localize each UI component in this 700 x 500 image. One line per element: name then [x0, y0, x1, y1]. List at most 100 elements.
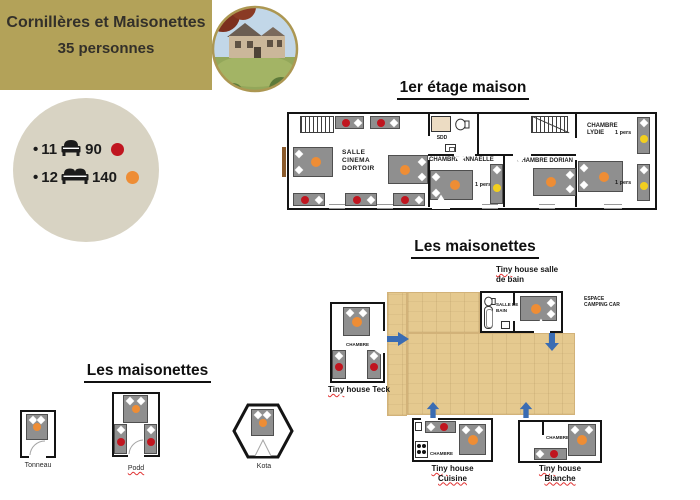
double-bed — [251, 409, 274, 436]
tiny-house-teck-label: Tiny house Teck — [328, 385, 390, 394]
legend-red-dot — [110, 143, 124, 156]
room-label-salle-cinema: SALLE CINEMA DORTOIR — [342, 149, 375, 172]
floor-title: 1er étage maison — [396, 79, 530, 100]
staircase — [300, 116, 334, 133]
double-bed-icon — [61, 166, 89, 189]
double-bed — [343, 307, 370, 336]
unit-tonneau-label: Tonneau — [24, 462, 52, 469]
window-mark — [377, 204, 393, 209]
single-bed — [332, 350, 346, 379]
wall — [477, 114, 479, 155]
balcony-door — [282, 147, 286, 177]
stove-icon — [415, 441, 428, 463]
double-bed — [293, 147, 333, 177]
wall — [475, 154, 513, 156]
door-opening — [515, 156, 525, 165]
room-label-sdd: SDD — [436, 135, 448, 141]
legend-count-singles: 11 — [41, 141, 58, 158]
one-pers-label: 1 pers — [615, 130, 632, 136]
single-bed-icon — [60, 138, 82, 161]
tiny-house-salle-de-bain: SALLE DE BAIN — [480, 291, 563, 333]
room-label-chambre: CHAMBRE — [346, 342, 369, 347]
legend-bullet: • — [33, 141, 39, 158]
unit-podd-label: Podd — [127, 465, 145, 472]
tiny-house-blanche-label: Tiny house Blanche — [538, 464, 582, 483]
tiny-house-cuisine: CHAMBRE — [412, 417, 493, 463]
legend-size-doubles: 140 — [91, 169, 117, 186]
bathtub-icon — [484, 306, 493, 329]
maisonettes-title-right: Les maisonettes — [411, 238, 539, 259]
door-opening — [128, 451, 144, 457]
one-pers-bed — [490, 164, 503, 204]
single-bed — [370, 116, 400, 129]
double-bed — [568, 424, 596, 456]
door-opening — [382, 331, 386, 353]
double-bed — [578, 161, 623, 192]
shower — [431, 116, 451, 132]
sink-icon — [501, 321, 510, 329]
wall — [428, 154, 454, 156]
legend-orange-dot — [125, 171, 139, 184]
legend-size-singles: 90 — [85, 141, 102, 158]
room-label-chambre: CHAMBRE — [430, 451, 453, 456]
one-pers-bed — [637, 164, 650, 201]
single-bed — [534, 448, 567, 460]
floor-title-wrap: 1er étage maison — [383, 79, 543, 100]
one-pers-bed — [637, 117, 650, 154]
door-opening — [372, 330, 382, 342]
first-floor-plan: SDD SALLE CINEMA DORTOIR CHAMBRE ANNAELL… — [282, 112, 657, 210]
unit-podd — [112, 392, 160, 457]
header-band: Cornillères et Maisonettes 35 personnes — [0, 0, 212, 90]
double-bed — [26, 414, 48, 440]
room-label-dorian: CHAMBRE DORIAN — [517, 158, 573, 164]
switch-box — [415, 422, 422, 431]
staircase — [531, 115, 570, 134]
wall — [531, 154, 576, 156]
wall — [575, 114, 577, 138]
page-subtitle: 35 personnes — [57, 40, 155, 57]
door-arc — [28, 439, 47, 461]
tiny-house-blanche: CHAMBRE — [518, 420, 602, 463]
unit-kota — [232, 403, 294, 459]
terrace-deck — [407, 333, 575, 415]
terrace-deck — [407, 292, 480, 333]
room-label-chambre: CHAMBRE — [546, 435, 569, 440]
maisonettes-title-left-wrap: Les maisonettes — [70, 362, 225, 383]
door-opening — [417, 136, 427, 148]
property-photo — [211, 5, 299, 93]
single-bed — [114, 424, 127, 454]
tiny-house-teck: CHAMBRE — [330, 302, 386, 383]
maisonettes-title-left: Les maisonettes — [83, 362, 212, 383]
single-bed — [425, 421, 456, 433]
arrow-right-icon — [387, 331, 409, 352]
door-opening — [29, 452, 46, 458]
maisonettes-title-right-wrap: Les maisonettes — [395, 238, 555, 259]
legend-bullet: • — [33, 169, 39, 186]
arrow-up-icon — [518, 402, 534, 423]
single-bed — [144, 424, 157, 454]
door-opening — [536, 318, 546, 327]
legend-circle: • 11 90 • 12 — [13, 98, 159, 242]
tiny-house-sdb-label: Tiny house salle de bain — [496, 265, 559, 284]
double-bed — [123, 395, 148, 423]
single-bed — [393, 193, 425, 206]
wall — [503, 156, 505, 207]
page-title: Cornillères et Maisonettes — [6, 14, 206, 31]
terrace-deck — [387, 292, 407, 416]
single-bed — [293, 193, 325, 206]
stair-diagonal — [531, 115, 570, 134]
legend-row-singles: • 11 90 — [33, 138, 124, 161]
legend-count-doubles: 12 — [41, 169, 58, 186]
tiny-house-cuisine-label: Tiny house Cuisine — [431, 464, 474, 483]
sink-icon — [445, 144, 456, 152]
room-label-salle-de-bain: SALLE DE BAIN — [496, 302, 519, 313]
wall — [513, 321, 515, 332]
door-opening — [432, 203, 450, 209]
double-bed — [388, 155, 428, 184]
wall — [542, 422, 544, 435]
legend-row-doubles: • 12 140 — [33, 166, 139, 189]
door-arc — [127, 437, 145, 460]
wall — [513, 293, 515, 305]
unit-kota-label: Kota — [256, 463, 272, 470]
